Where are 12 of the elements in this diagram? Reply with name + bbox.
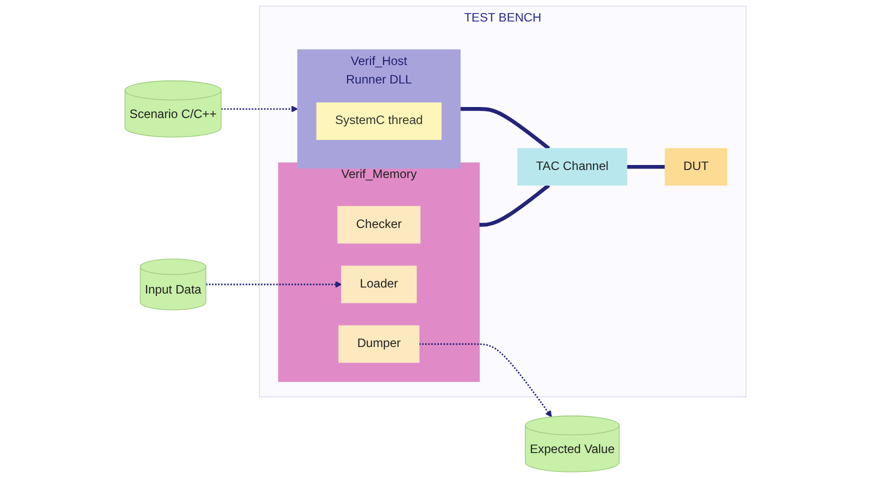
node-box: Checker (337, 206, 420, 244)
arrow (206, 281, 342, 288)
node-box: Dumper (338, 325, 420, 363)
connector (626, 164, 666, 169)
node-box: TAC Channel (517, 148, 628, 186)
arrow (221, 106, 298, 112)
node-box: Loader (341, 266, 417, 304)
node-box: DUT (664, 148, 728, 186)
connector (479, 184, 550, 227)
arrow (419, 343, 552, 418)
connector (460, 107, 550, 150)
node-box: SystemC thread (316, 102, 442, 140)
